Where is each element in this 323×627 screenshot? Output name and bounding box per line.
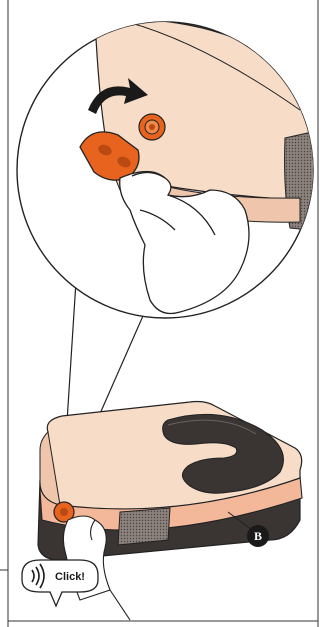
click-label: Click!	[55, 571, 85, 583]
callout-b-label: B	[254, 529, 262, 543]
click-bubble: Click!	[22, 560, 98, 606]
magnified-detail	[17, 19, 323, 318]
